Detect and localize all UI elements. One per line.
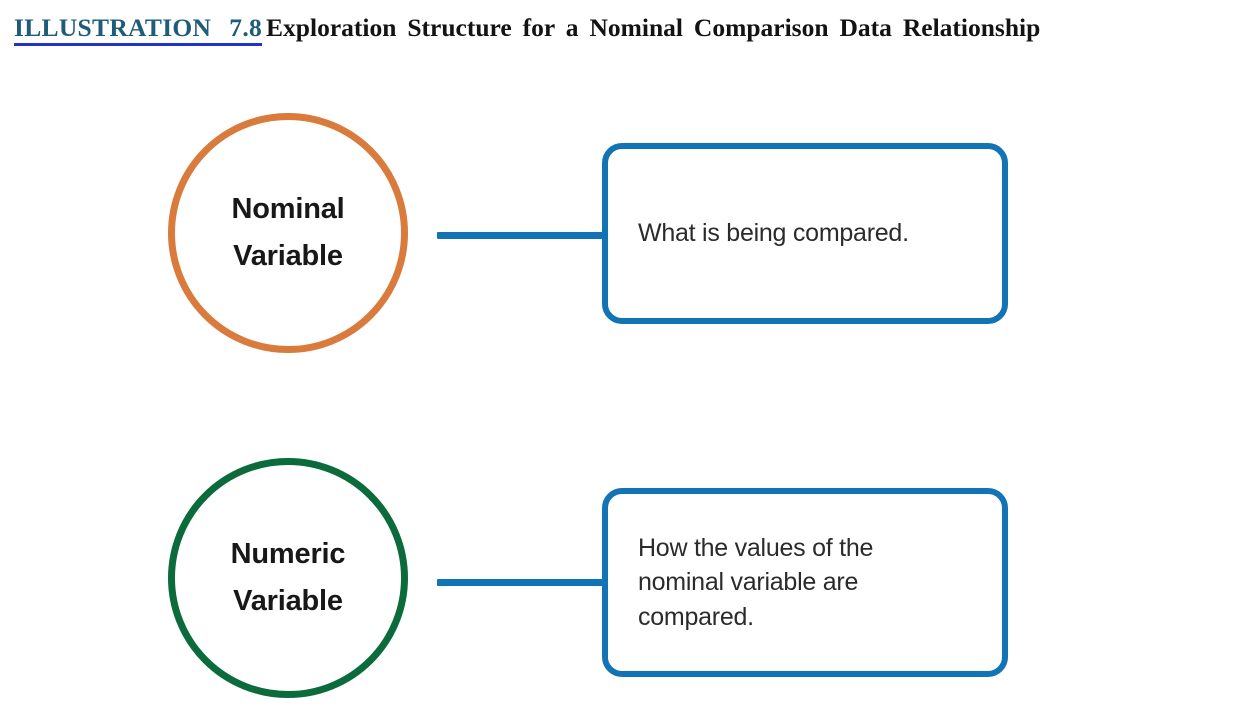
caption-body-text: Exploration Structure for a Nominal Comp… <box>266 13 1041 42</box>
nominal-variable-label: Nominal Variable <box>231 193 345 272</box>
nominal-callout-text: What is being compared. <box>638 219 909 248</box>
numeric-variable-circle[interactable]: Numeric Variable <box>168 458 408 698</box>
illustration-number: 7.8 <box>229 13 263 42</box>
numeric-callout-text: How the values of the nominal variable a… <box>638 533 874 631</box>
illustration-number-label: ILLUSTRATION 7.8 <box>14 13 263 46</box>
illustration-word: ILLUSTRATION <box>14 13 212 42</box>
numeric-callout-box[interactable]: How the values of the nominal variable a… <box>602 488 1008 677</box>
nominal-variable-circle[interactable]: Nominal Variable <box>168 113 408 353</box>
nominal-callout-box[interactable]: What is being compared. <box>602 143 1008 324</box>
numeric-variable-label: Numeric Variable <box>230 538 346 617</box>
connector-line-nominal <box>437 232 609 239</box>
diagram-node-numeric: Numeric Variable <box>0 458 1234 706</box>
connector-line-numeric <box>437 579 609 586</box>
diagram-node-nominal: Nominal Variable <box>0 113 1234 355</box>
